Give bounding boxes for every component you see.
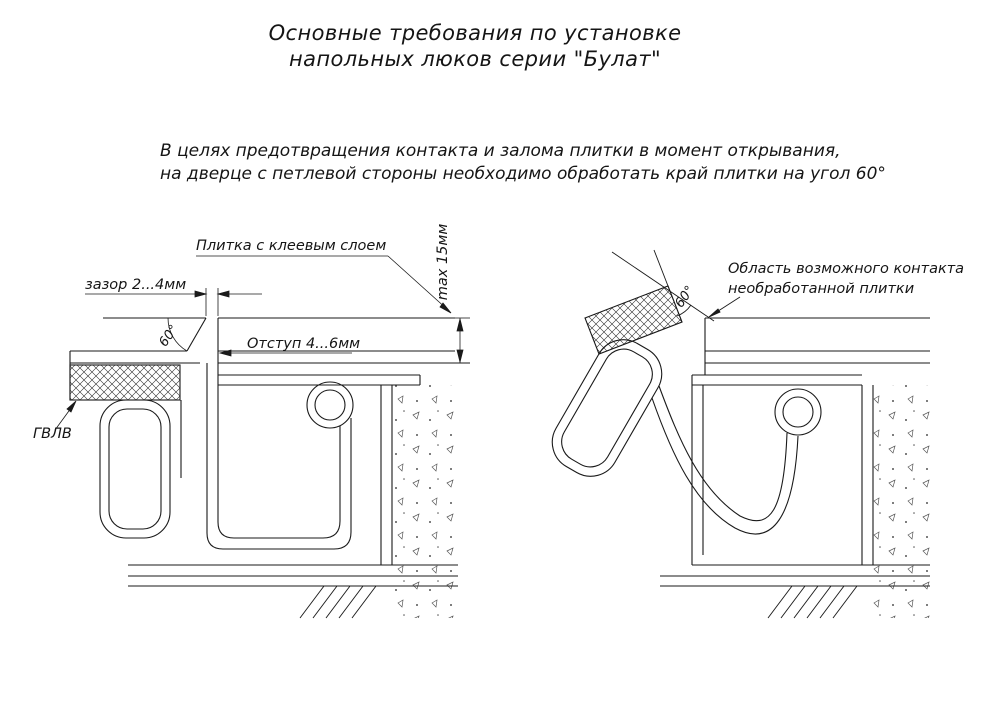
tile-label: Плитка с клеевым слоем — [196, 238, 386, 254]
max-height-label: max 15мм — [435, 224, 451, 301]
concrete-fill-left — [392, 385, 458, 618]
max-arrow-top — [456, 318, 464, 332]
page-title-line2: напольных люков серии "Булат" — [289, 47, 661, 71]
hinge-pin-circle-right — [782, 396, 814, 428]
section-hatch-left — [299, 585, 377, 619]
open-bevel-angle-arc — [676, 304, 692, 317]
max-arrow-bottom — [456, 349, 464, 363]
gap-arrow-left — [194, 290, 208, 298]
gvl-leader-arrow — [66, 400, 77, 413]
contact-leader-arrow — [708, 308, 721, 318]
note-line1: В целях предотвращения контакта и залома… — [160, 141, 841, 161]
offset-dimension-label: Отступ 4...6мм — [247, 336, 360, 352]
door-pan-inner — [217, 363, 341, 539]
gvl-board-hatch — [69, 364, 181, 401]
open-door-pan-outer — [651, 397, 799, 535]
open-door-tube-outer — [551, 339, 663, 477]
note-block: В целях предотвращения контакта и залома… — [160, 141, 886, 184]
gvl-label: ГВЛВ — [33, 426, 72, 442]
hinge-pin-circle — [314, 389, 346, 421]
open-view-diagram: Область возможного контакта необработанн… — [551, 249, 964, 619]
open-door-tile-hatch — [584, 285, 683, 355]
frame-tube-outer — [99, 399, 171, 539]
bevel-angle-label: 60° — [156, 322, 182, 349]
open-view-annotations — [611, 249, 741, 323]
gap-dimension-label: зазор 2...4мм — [85, 277, 186, 293]
bevel-angle-arc — [167, 317, 188, 352]
contact-area-label-line1: Область возможного контакта — [728, 261, 964, 277]
open-door-pan-inner — [658, 385, 788, 522]
closed-view-annotations — [54, 255, 470, 431]
offset-arrow — [218, 349, 232, 357]
closed-view-diagram: Плитка с клеевым слоем зазор 2...4мм 60°… — [33, 224, 470, 619]
frame-tube-inner — [108, 408, 162, 530]
section-hatch-right — [767, 585, 858, 619]
page-title-line1: Основные требования по установке — [269, 21, 682, 45]
title-block: Основные требования по установке напольн… — [269, 21, 682, 71]
tile-leader-arrow — [439, 302, 452, 314]
concrete-fill-right — [873, 385, 930, 618]
gap-arrow-right — [216, 290, 230, 298]
door-pan-outer — [206, 363, 352, 550]
contact-area-label-line2: необработанной плитки — [728, 281, 914, 297]
note-line2: на дверце с петлевой стороны необходимо … — [160, 164, 886, 184]
open-door-tube-inner — [561, 348, 653, 468]
